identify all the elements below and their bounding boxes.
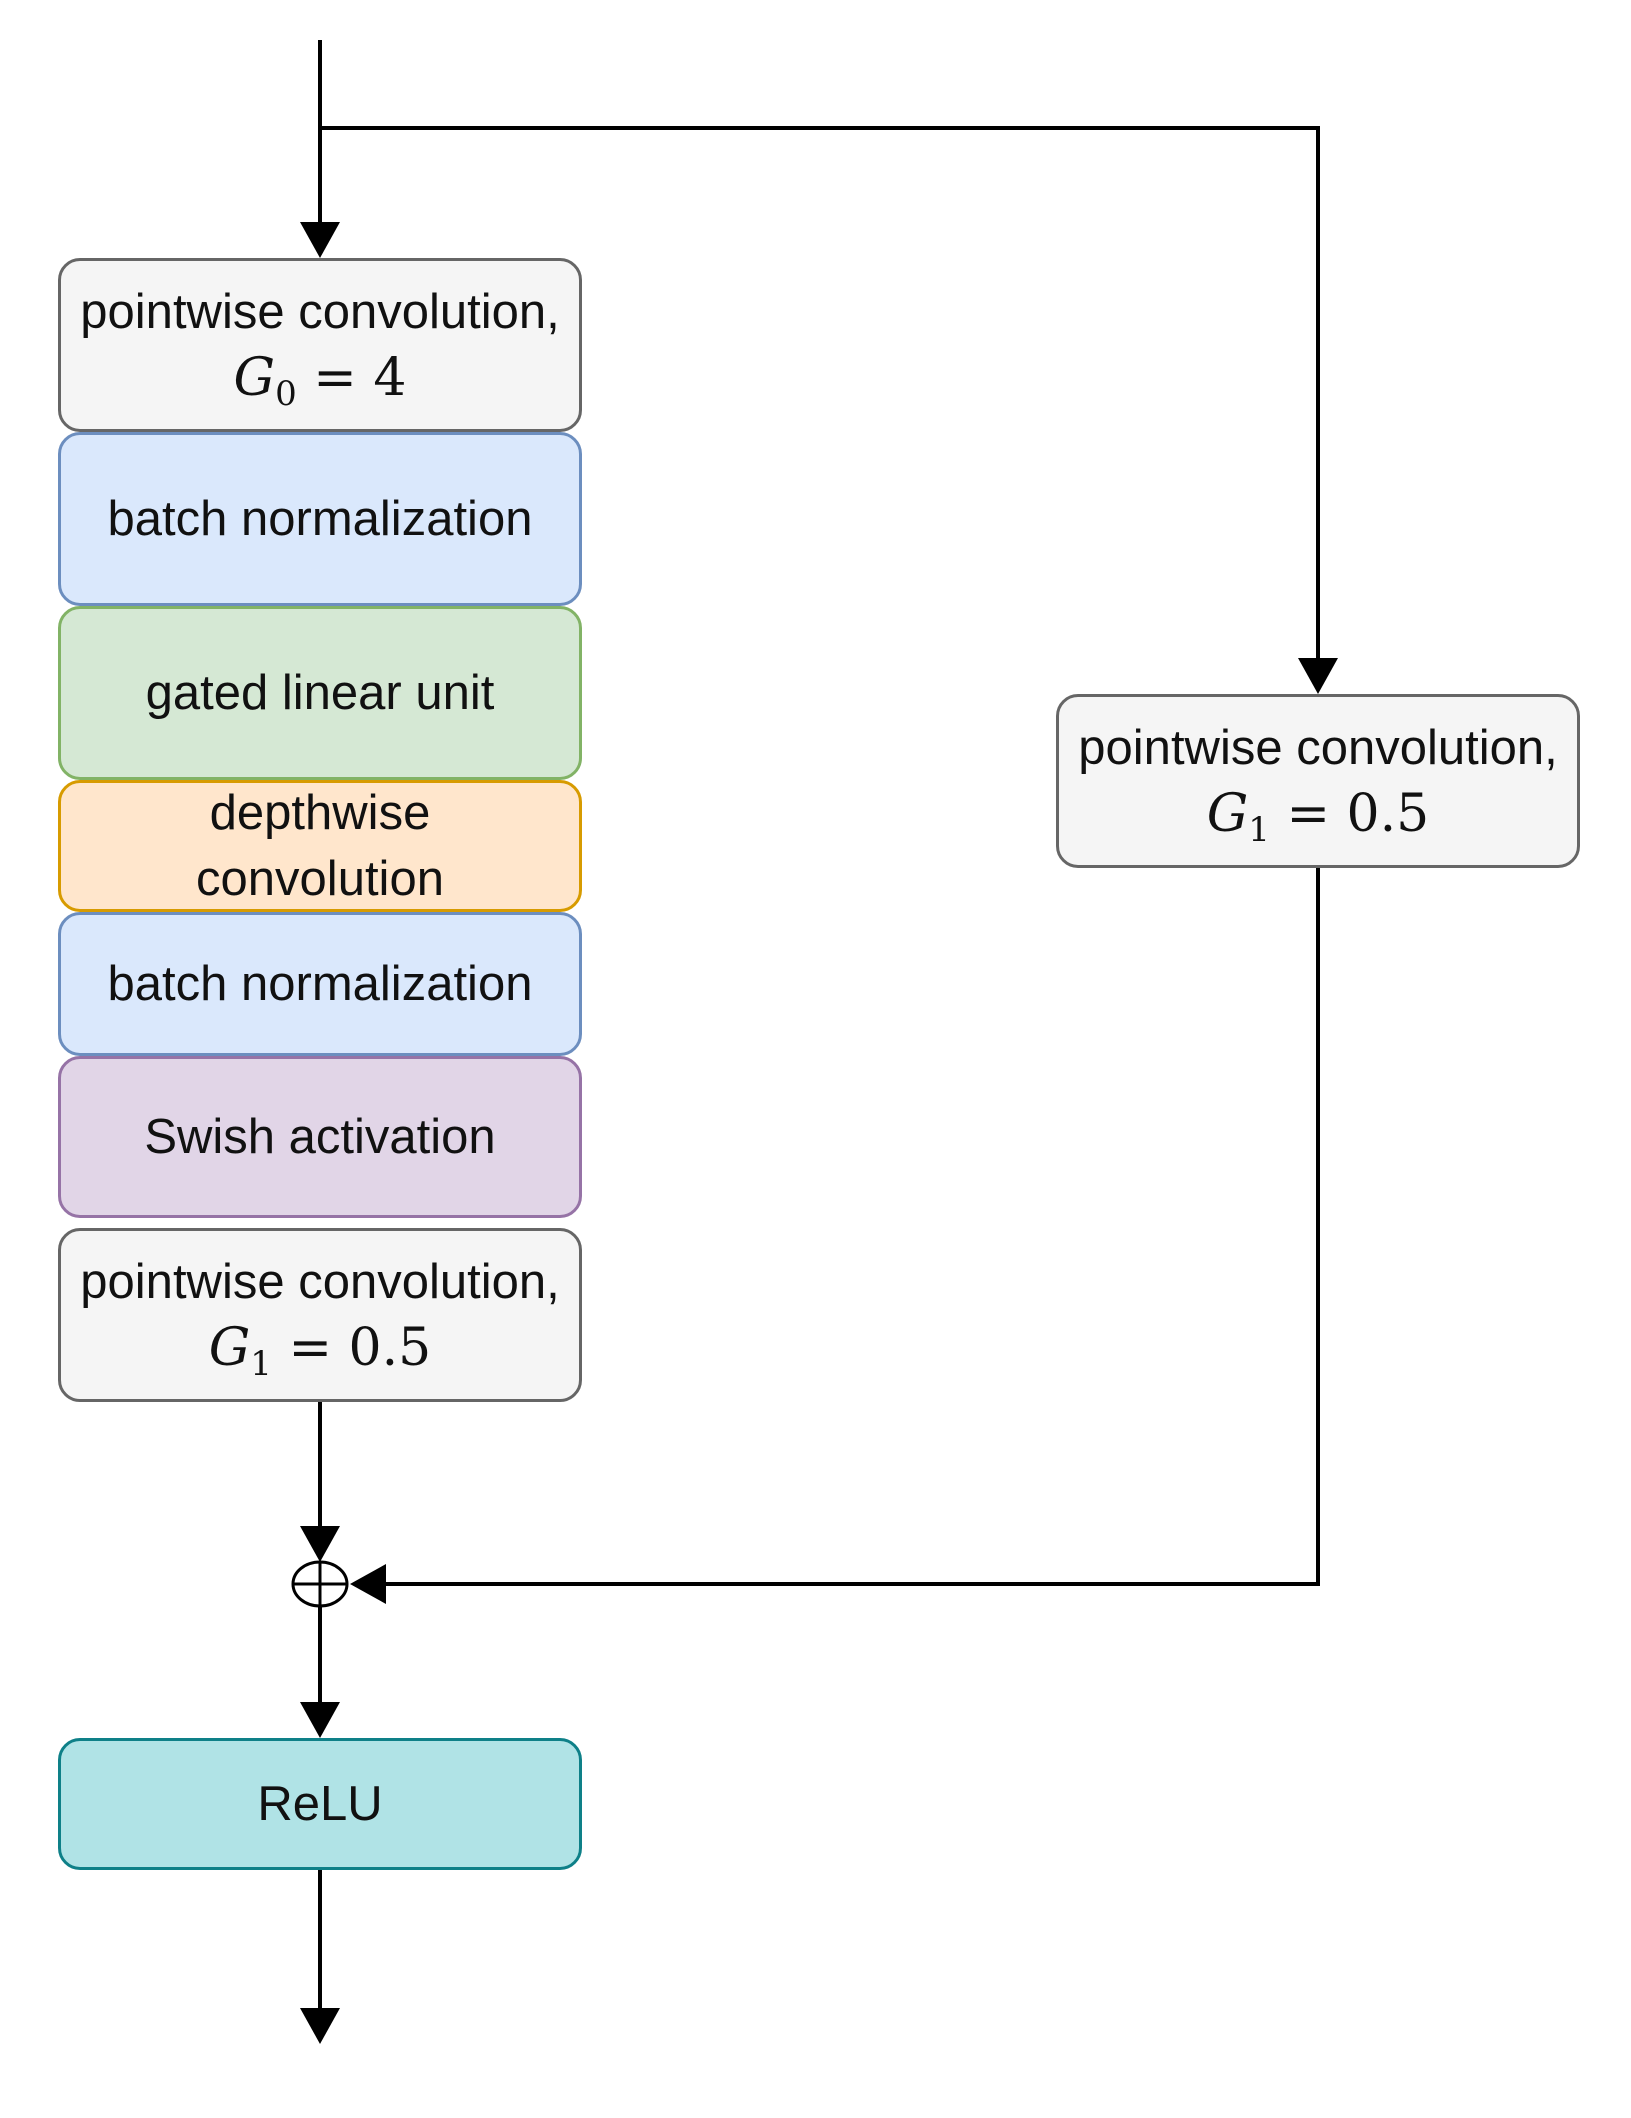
depthwise-convolution-block: depthwise convolution: [58, 780, 582, 912]
block-label: gated linear unit: [145, 666, 495, 720]
gated-linear-unit-block: gated linear unit: [58, 606, 582, 780]
pointwise-conv-g1-skip-block: pointwise convolution, G1 = 0.5: [1056, 694, 1580, 868]
block-label: Swish activation: [144, 1110, 496, 1164]
skip-return-line: [380, 868, 1320, 1586]
batch-normalization-block-1: batch normalization: [58, 432, 582, 606]
pointwise-conv-g1-main-block: pointwise convolution, G1 = 0.5: [58, 1228, 582, 1402]
arrow-into-skip-block: [1298, 658, 1338, 694]
block-label: pointwise convolution,: [80, 1255, 560, 1309]
block-label: batch normalization: [107, 957, 533, 1011]
block-label: pointwise convolution,: [80, 285, 560, 339]
math-expression: G0 = 4: [233, 348, 407, 414]
skip-branch-line: [320, 126, 1320, 668]
arrow-into-relu: [300, 1702, 340, 1738]
swish-activation-block: Swish activation: [58, 1056, 582, 1218]
math-expression: G1 = 0.5: [208, 1318, 432, 1384]
pointwise-conv-g0-block: pointwise convolution, G0 = 4: [58, 258, 582, 432]
arrow-into-sum-from-skip: [350, 1564, 386, 1604]
block-label: batch normalization: [107, 492, 533, 546]
block-label: pointwise convolution,: [1078, 721, 1558, 775]
output-arrow: [300, 2008, 340, 2044]
math-expression: G1 = 0.5: [1206, 784, 1430, 850]
block-label: ReLU: [257, 1777, 383, 1831]
arrow-into-sum-from-main: [300, 1526, 340, 1562]
circled-plus-icon: [291, 1560, 349, 1608]
arrow-into-first-block: [300, 222, 340, 258]
relu-block: ReLU: [58, 1738, 582, 1870]
batch-normalization-block-2: batch normalization: [58, 912, 582, 1056]
block-label: depthwise convolution: [196, 786, 444, 906]
